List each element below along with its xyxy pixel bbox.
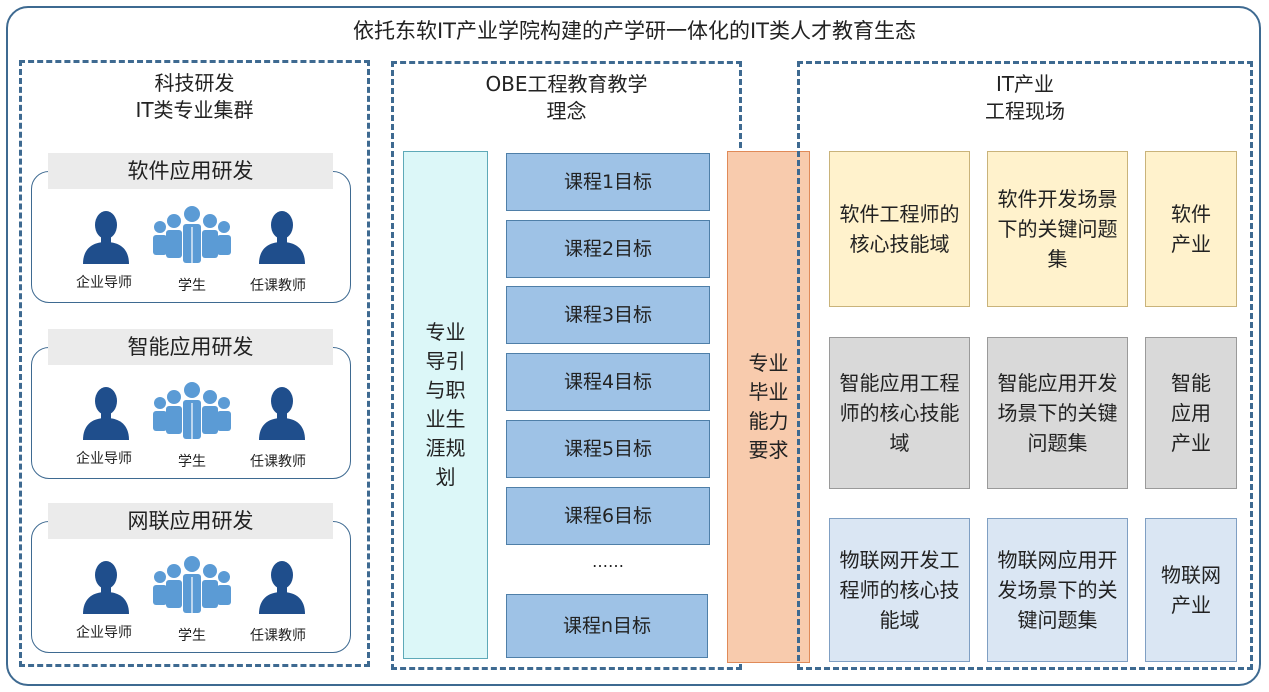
mentor-label: 企业导师: [76, 451, 132, 467]
course-goal-2: 课程2目标: [506, 220, 710, 278]
research-group-ai: 智能应用研发企业导师 学生 任课教师: [31, 329, 351, 479]
ai-industry: 智能应用产业: [1145, 337, 1237, 489]
ai-problem-set: 智能应用开发场景下的关键问题集: [987, 337, 1128, 489]
iot-industry: 物联网产业: [1145, 518, 1237, 662]
research-group-label: 软件应用研发: [48, 153, 333, 189]
software-problem-set: 软件开发场景下的关键问题集: [987, 151, 1128, 307]
teacher-label: 任课教师: [250, 454, 306, 470]
ai-skill-domain: 智能应用工程师的核心技能域: [829, 337, 970, 489]
iot-problem-set: 物联网应用开发场景下的关键问题集: [987, 518, 1128, 662]
ai-industry-text: 智能应用产业: [1171, 371, 1211, 455]
course-goal-n: 课程n目标: [506, 594, 708, 658]
course-goal-1: 课程1目标: [506, 153, 710, 211]
graduation-requirements-box: 专业毕业能力要求: [727, 151, 810, 663]
ecosystem-frame: [6, 6, 1261, 686]
mentor-label: 企业导师: [76, 275, 132, 291]
iot-problem-set-text: 物联网应用开发场景下的关键问题集: [997, 548, 1118, 632]
industry-title-line2: 工程现场: [985, 99, 1065, 123]
software-industry: 软件产业: [1145, 151, 1237, 307]
industry-title-line1: IT产业: [995, 72, 1055, 96]
research-title-line2: IT类专业集群: [135, 98, 254, 122]
mentor-icon: [81, 558, 131, 614]
research-group-label: 网联应用研发: [48, 503, 333, 539]
software-industry-text: 软件产业: [1171, 202, 1211, 256]
industry-panel-title: IT产业 工程现场: [797, 71, 1253, 125]
course-ellipsis: ……: [592, 552, 624, 571]
teacher-icon: [257, 558, 307, 614]
teacher-icon: [257, 208, 307, 264]
students-group-icon: [152, 555, 232, 613]
diagram-title: 依托东软IT产业学院构建的产学研一体化的IT类人才教育生态: [352, 19, 917, 43]
software-problem-set-text: 软件开发场景下的关键问题集: [997, 187, 1118, 271]
student-label: 学生: [178, 628, 206, 644]
ai-problem-set-text: 智能应用开发场景下的关键问题集: [997, 371, 1118, 455]
course-goal-4: 课程4目标: [506, 353, 710, 411]
research-panel: [19, 60, 370, 667]
software-skill-domain-text: 软件工程师的核心技能域: [839, 202, 960, 256]
research-group-software: 软件应用研发企业导师 学生 任课教师: [31, 153, 351, 303]
course-goal-3: 课程3目标: [506, 286, 710, 344]
industry-panel: [797, 61, 1253, 670]
obe-title-line1: OBE工程教育教学: [485, 72, 648, 96]
iot-industry-text: 物联网产业: [1161, 563, 1221, 617]
career-guidance-text: 专业导引与职业生涯规划: [425, 320, 466, 489]
iot-skill-domain-text: 物联网开发工程师的核心技能域: [839, 548, 960, 632]
mentor-label: 企业导师: [76, 625, 132, 641]
mentor-icon: [81, 384, 131, 440]
software-skill-domain: 软件工程师的核心技能域: [829, 151, 970, 307]
mentor-icon: [81, 208, 131, 264]
teacher-icon: [257, 384, 307, 440]
obe-title-line2: 理念: [546, 99, 587, 123]
student-label: 学生: [178, 278, 206, 294]
students-group-icon: [152, 205, 232, 263]
graduation-requirements-text: 专业毕业能力要求: [748, 351, 789, 462]
research-group-iot: 网联应用研发企业导师 学生 任课教师: [31, 503, 351, 653]
obe-panel-title: OBE工程教育教学 理念: [391, 71, 742, 125]
research-group-label: 智能应用研发: [48, 329, 333, 365]
course-goal-6: 课程6目标: [506, 487, 710, 545]
research-panel-title: 科技研发 IT类专业集群: [19, 70, 370, 124]
course-goal-5: 课程5目标: [506, 420, 710, 478]
iot-skill-domain: 物联网开发工程师的核心技能域: [829, 518, 970, 662]
research-title-line1: 科技研发: [154, 71, 235, 95]
teacher-label: 任课教师: [250, 278, 306, 294]
ai-skill-domain-text: 智能应用工程师的核心技能域: [839, 371, 960, 455]
students-group-icon: [152, 381, 232, 439]
student-label: 学生: [178, 454, 206, 470]
career-guidance-box: 专业导引与职业生涯规划: [403, 151, 488, 659]
teacher-label: 任课教师: [250, 628, 306, 644]
